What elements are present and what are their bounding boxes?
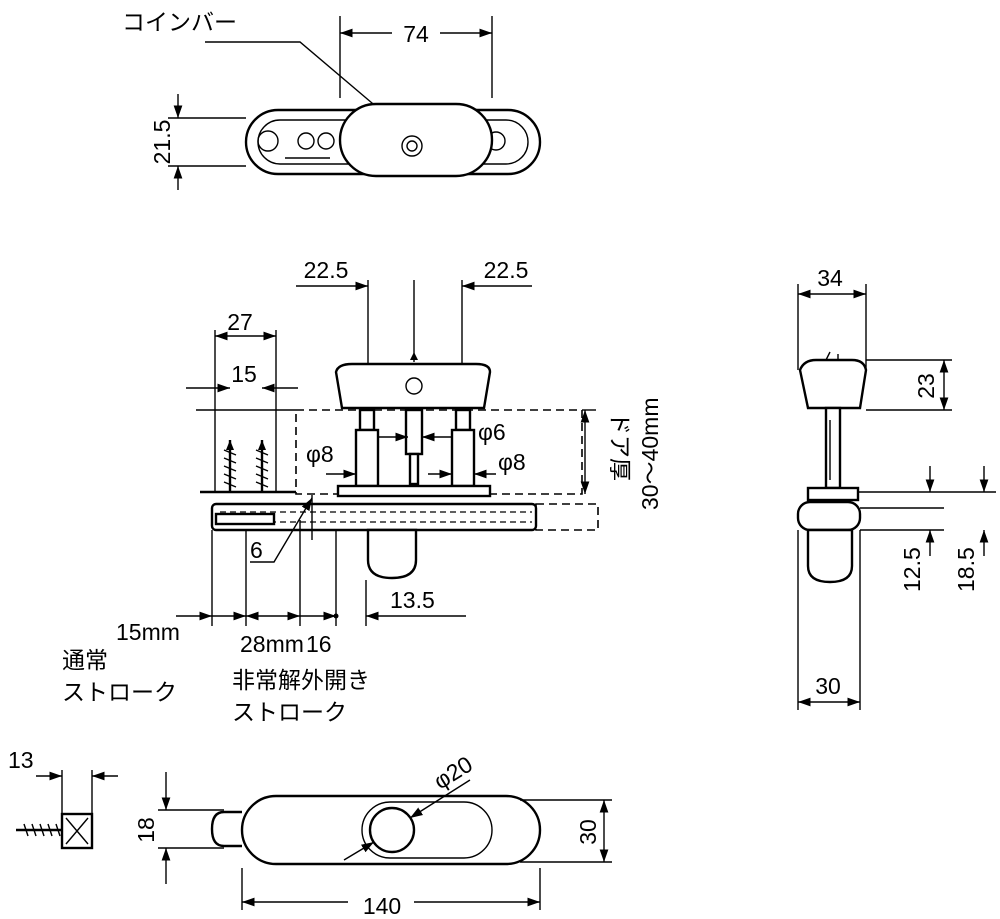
door-plate: [336, 484, 492, 498]
side-view: 34 23 12.5 18.5 30: [796, 265, 996, 710]
center-pin: [408, 452, 420, 486]
coin-slot-outer: [401, 135, 423, 157]
door-thickness-range: 30〜40mm: [637, 398, 663, 510]
bottom-bolt-stub: [210, 810, 242, 848]
dim-30-side: 30: [815, 673, 841, 699]
dim-27: 27: [227, 309, 253, 335]
door-thickness-label: ドア厚: [606, 412, 632, 481]
front-knob: [334, 362, 492, 410]
bolt-tip: [366, 528, 418, 580]
normal-stroke-2: ストローク: [62, 680, 177, 706]
post-left-lower: [354, 428, 380, 488]
dim-dot: [333, 613, 339, 619]
dim-13: 13: [8, 747, 34, 773]
mount-block: [214, 512, 276, 526]
door-outline: [295, 409, 583, 495]
dim-30-bottom: 30: [575, 819, 601, 845]
post-right-lower: [450, 428, 476, 488]
wood-screw-right: [255, 440, 269, 492]
side-bolt: [806, 528, 854, 584]
dim-15: 15: [231, 361, 257, 387]
dim-22-5-left: 22.5: [304, 257, 349, 283]
post-left-upper: [358, 408, 376, 432]
dim-74: 74: [403, 21, 429, 47]
top-knob: [338, 102, 494, 178]
bottom-coin-circle: [368, 806, 416, 854]
top-hole-a: [297, 132, 315, 150]
wood-screw-left: [223, 440, 237, 492]
emergency-stroke-2: ストローク: [232, 700, 347, 726]
dim-140: 140: [363, 893, 401, 919]
dim-18: 18: [133, 817, 159, 843]
phi20-arrow-bottom: [343, 841, 375, 861]
bottom-knob-outline: [361, 801, 493, 859]
dim-13-5: 13.5: [390, 587, 435, 613]
dim-23: 23: [913, 373, 939, 399]
dim-34: 34: [817, 265, 843, 291]
stroke-15mm: 15mm: [116, 619, 180, 645]
dim-12-5: 12.5: [899, 547, 925, 592]
center-shaft: [404, 408, 424, 456]
stroke-28mm: 28mm: [240, 631, 304, 657]
latch-extension: [535, 503, 599, 531]
phi8-a: φ8: [306, 441, 334, 467]
knob-top-marker: [410, 352, 418, 360]
emergency-stroke-1: 非常解外開き: [232, 668, 370, 694]
phi20-arrow-top: [409, 779, 471, 819]
screw-side: [16, 812, 94, 850]
bottom-view: 13 18 φ20 30: [8, 747, 612, 919]
phi8-b: φ8: [498, 449, 526, 475]
top-view: コインバー 74 21.5: [122, 10, 542, 190]
dim-22-5-right: 22.5: [484, 257, 529, 283]
dim-6: 6: [250, 537, 263, 563]
side-knob-notch: [825, 351, 839, 361]
post-right-upper: [454, 408, 472, 432]
front-view: 22.5 22.5 27 15: [62, 257, 663, 726]
phi6: φ6: [478, 419, 506, 445]
dim-18-5: 18.5: [953, 547, 979, 592]
side-shaft: [824, 406, 842, 490]
top-screw-hole-left: [257, 130, 279, 152]
dim-phi20: φ20: [429, 751, 477, 795]
side-knob: [798, 358, 868, 410]
top-hole-b: [317, 132, 335, 150]
coin-bar-label: コインバー: [122, 10, 237, 36]
normal-stroke-1: 通常: [62, 648, 108, 674]
side-collar: [806, 486, 860, 502]
side-base: [796, 500, 862, 532]
d6-leader: [250, 497, 313, 563]
coin-slot-inner: [406, 140, 418, 152]
dim-16: 16: [306, 631, 332, 657]
knob-screw: [405, 377, 423, 395]
dim-21-5: 21.5: [149, 120, 175, 165]
